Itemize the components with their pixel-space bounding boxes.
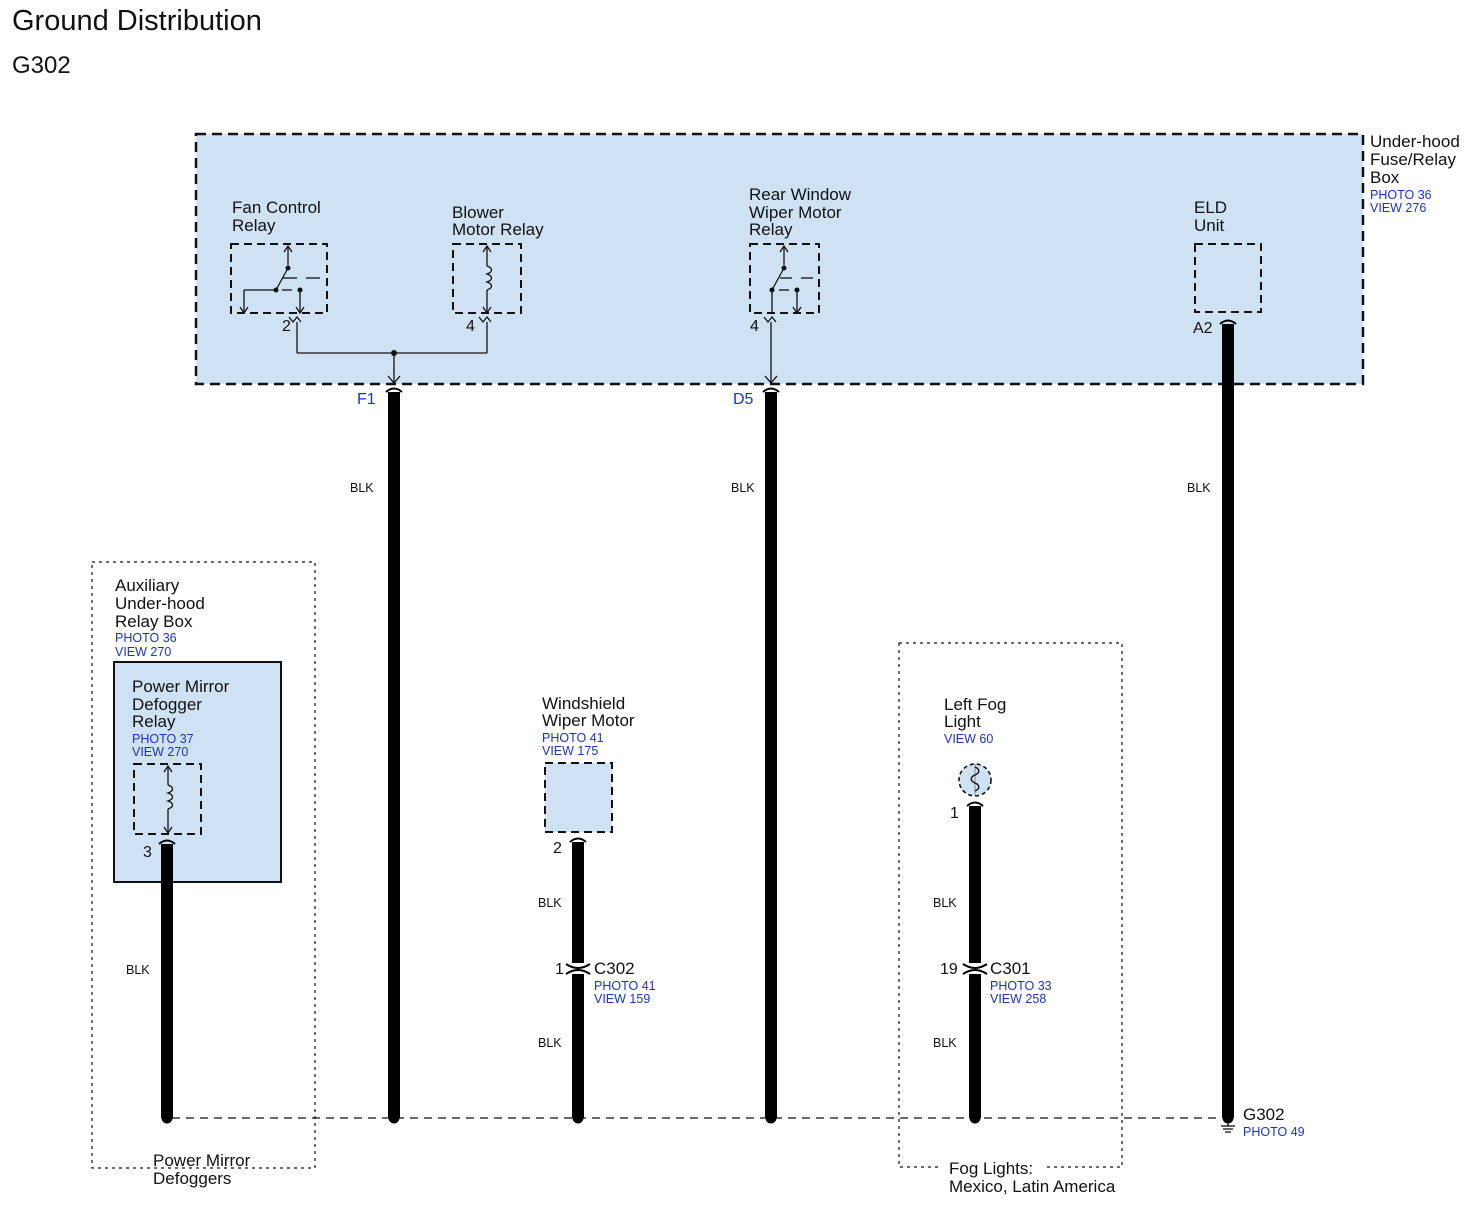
wire-windshield-wiper [565,837,591,1118]
rear-wiper-relay-pin: 4 [750,318,759,335]
wire-color-fog-upper: BLK [933,896,957,910]
left-fog-light-view: VIEW 60 [944,732,993,746]
fan-control-relay-label-1: Fan Control [232,198,321,217]
wire-color-defogger: BLK [126,963,150,977]
eld-unit-box [1194,243,1262,313]
eld-pin: A2 [1193,320,1213,337]
windshield-wiper-photo: PHOTO 41 [542,731,604,745]
connector-d5-label: D5 [733,391,754,408]
wire-color-a2: BLK [1187,481,1211,495]
blower-relay-label-2: Motor Relay [452,220,544,239]
underhood-fuse-relay-box [194,132,1365,386]
left-fog-light-label-1: Left Fog [944,695,1006,714]
c302-name: C302 [594,959,635,978]
c301-photo: PHOTO 33 [990,979,1052,993]
c301-view: VIEW 258 [990,992,1046,1006]
power-mirror-defogger-relay-box [113,661,282,883]
connector-f1-label: F1 [357,391,376,408]
aux-box-view: VIEW 270 [115,645,171,659]
fog-lights-region-outline [898,642,1123,1168]
underhood-box-label-2: Fuse/Relay [1370,150,1456,169]
aux-footer-label-1: Power Mirror [153,1151,251,1170]
wire-f1 [385,387,403,1118]
defogger-relay-view: VIEW 270 [132,745,188,759]
rear-wiper-relay-symbol [749,243,820,384]
underhood-box-view: VIEW 276 [1370,201,1426,215]
aux-box-photo: PHOTO 36 [115,631,177,645]
c302-photo: PHOTO 41 [594,979,656,993]
wire-color-windshield-lower: BLK [538,1036,562,1050]
page-title: Ground Distribution [12,5,262,37]
c301-name: C301 [990,959,1031,978]
windshield-wiper-view: VIEW 175 [542,744,598,758]
page-subtitle: G302 [12,52,71,79]
auxiliary-relay-box-outline [91,561,316,1169]
rear-wiper-relay-label-2: Wiper Motor [749,203,842,222]
rear-wiper-relay-label-3: Relay [749,220,793,239]
blower-motor-relay-symbol [452,243,522,315]
windshield-wiper-label-1: Windshield [542,694,625,713]
wire-fog-light [962,801,988,1118]
defogger-relay-label-1: Power Mirror [132,677,230,696]
ground-splice-points [161,1112,1234,1124]
aux-box-label-2: Under-hood [115,594,205,613]
c302-view: VIEW 159 [594,992,650,1006]
blower-relay-pin: 4 [466,318,475,335]
defogger-relay-coil-symbol [133,763,202,835]
c302-pin: 1 [555,961,564,978]
wire-a2 [1219,319,1237,1118]
wire-color-windshield-upper: BLK [538,896,562,910]
fan-control-relay-symbol [230,243,328,315]
defogger-relay-label-3: Relay [132,712,176,731]
windshield-wiper-label-2: Wiper Motor [542,711,635,730]
blower-relay-label-1: Blower [452,203,504,222]
ground-g302-photo: PHOTO 49 [1243,1125,1305,1139]
ground-symbol-icon [1221,1118,1235,1133]
eld-label-2: Unit [1194,216,1225,235]
windshield-wiper-motor-box [544,762,613,833]
defogger-relay-pin: 3 [143,844,152,861]
c301-pin: 19 [940,961,958,978]
aux-box-label-3: Relay Box [115,612,193,631]
wire-d5 [762,387,780,1118]
wire-color-d5: BLK [731,481,755,495]
underhood-box-label-3: Box [1370,168,1400,187]
wire-defogger [158,839,176,1118]
defogger-relay-photo: PHOTO 37 [132,732,194,746]
aux-box-label-1: Auxiliary [115,576,180,595]
left-fog-light-label-2: Light [944,712,981,731]
underhood-box-label-1: Under-hood [1370,132,1460,151]
wire-color-fog-lower: BLK [933,1036,957,1050]
fog-light-bulb-icon [958,763,992,797]
windshield-wiper-pin: 2 [553,840,562,857]
fog-footer-label-1: Fog Lights: [949,1159,1033,1178]
eld-label-1: ELD [1194,198,1227,217]
fog-light-pin: 1 [950,805,959,822]
aux-footer-label-2: Defoggers [153,1169,231,1188]
fog-footer-mask [942,1158,1046,1172]
underhood-box-photo: PHOTO 36 [1370,188,1432,202]
rear-wiper-relay-label-1: Rear Window [749,185,852,204]
defogger-relay-label-2: Defogger [132,695,202,714]
fan-control-relay-label-2: Relay [232,216,276,235]
wire-color-f1: BLK [350,481,374,495]
fog-footer-label-2: Mexico, Latin America [949,1177,1116,1196]
underhood-internal-circuit [288,315,492,384]
fan-relay-pin: 2 [282,318,291,335]
ground-g302-label: G302 [1243,1105,1285,1124]
